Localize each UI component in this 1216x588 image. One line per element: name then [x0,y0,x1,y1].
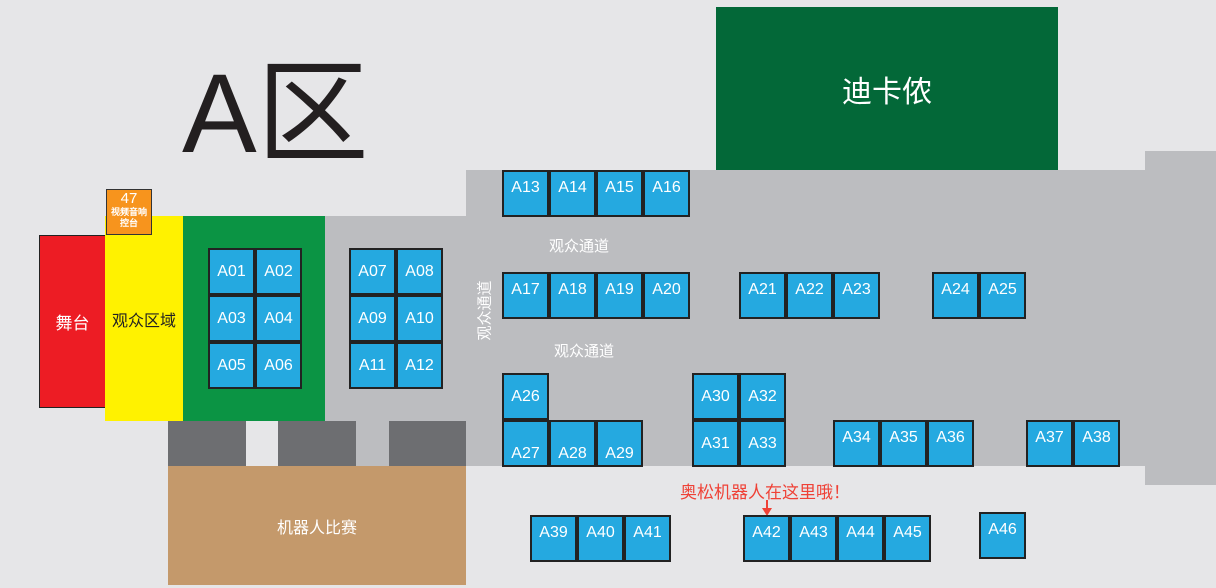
booth-a13[interactable]: A13 [502,170,549,217]
booth-a42[interactable]: A42 [743,515,790,562]
booth-a07[interactable]: A07 [349,248,396,295]
zone-title: A区 [182,51,369,176]
sponsor-block: 迪卡侬 [716,7,1058,170]
booth-a41[interactable]: A41 [624,515,671,562]
booth-a44[interactable]: A44 [837,515,884,562]
booth-a35[interactable]: A35 [880,420,927,467]
booth-a09[interactable]: A09 [349,295,396,342]
aisle-label: 观众通道 [549,238,610,255]
booth-a25[interactable]: A25 [979,272,1026,319]
booth-a26[interactable]: A26 [502,373,549,420]
booth-a28[interactable]: A28 [549,420,596,467]
competition-area: 机器人比赛 [168,466,466,585]
arrow-down-icon-head [762,508,772,516]
booth-a08[interactable]: A08 [396,248,443,295]
aisle-label-vertical: 观众通道 [476,280,494,341]
booth-a40[interactable]: A40 [577,515,624,562]
hall-floor-right [1145,151,1216,485]
booth-a21[interactable]: A21 [739,272,786,319]
booth-a34[interactable]: A34 [833,420,880,467]
booth-a11[interactable]: A11 [349,342,396,389]
booth-a06[interactable]: A06 [255,342,302,389]
booth-a38[interactable]: A38 [1073,420,1120,467]
booth-a29[interactable]: A29 [596,420,643,467]
booth-a10[interactable]: A10 [396,295,443,342]
booth-a15[interactable]: A15 [596,170,643,217]
booth-a16[interactable]: A16 [643,170,690,217]
booth-a18[interactable]: A18 [549,272,596,319]
booth-a12[interactable]: A12 [396,342,443,389]
booth-a02[interactable]: A02 [255,248,302,295]
arrow-down-icon [766,500,768,509]
entrance-block [389,421,466,466]
booth-a14[interactable]: A14 [549,170,596,217]
booth-a04[interactable]: A04 [255,295,302,342]
booth-a43[interactable]: A43 [790,515,837,562]
booth-a32[interactable]: A32 [739,373,786,420]
entrance-block [168,421,246,466]
booth-a37[interactable]: A37 [1026,420,1073,467]
booth-a24[interactable]: A24 [932,272,979,319]
aisle-label: 观众通道 [554,343,615,360]
booth-a33[interactable]: A33 [739,420,786,467]
booth-a22[interactable]: A22 [786,272,833,319]
booth-a45[interactable]: A45 [884,515,931,562]
booth-a31[interactable]: A31 [692,420,739,467]
stage: 舞台 [39,235,106,408]
entrance-block [278,421,356,466]
booth-a36[interactable]: A36 [927,420,974,467]
booth-a30[interactable]: A30 [692,373,739,420]
control-booth-line2: 控台 [119,218,138,228]
booth-a27[interactable]: A27 [502,420,549,467]
booth-a19[interactable]: A19 [596,272,643,319]
booth-a39[interactable]: A39 [530,515,577,562]
booth-a20[interactable]: A20 [643,272,690,319]
booth-a17[interactable]: A17 [502,272,549,319]
booth-a46[interactable]: A46 [979,512,1026,559]
booth-a05[interactable]: A05 [208,342,255,389]
control-booth: 47 视频音响 控台 [106,189,152,235]
control-booth-line1: 视频音响 [110,207,147,217]
booth-a03[interactable]: A03 [208,295,255,342]
control-booth-number: 47 [120,190,138,207]
audience-area: 观众区域 [105,216,183,421]
location-note: 奥松机器人在这里哦！ [680,483,850,502]
booth-a23[interactable]: A23 [833,272,880,319]
booth-a01[interactable]: A01 [208,248,255,295]
